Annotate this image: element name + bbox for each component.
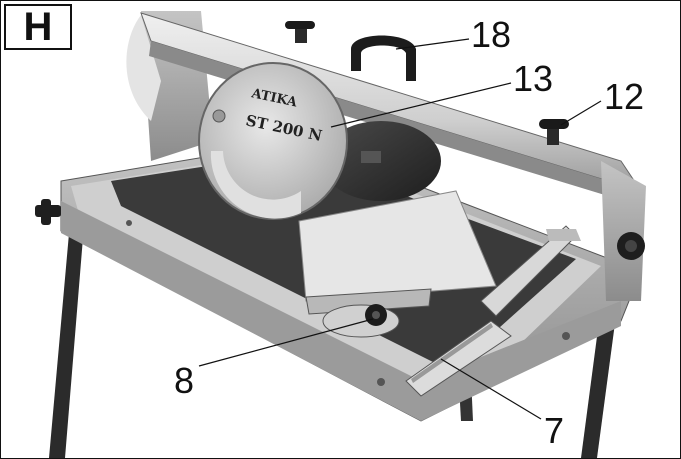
callout-13: 13 — [513, 58, 554, 99]
front-guide-rail-groove — [411, 323, 493, 383]
frame-front-face — [61, 201, 621, 421]
leader-7 — [440, 358, 542, 420]
leader-lines — [198, 38, 602, 420]
leader-8 — [198, 318, 374, 367]
rail-knob-12 — [539, 119, 569, 145]
leader-18 — [395, 38, 470, 50]
angle-lock-knob — [365, 304, 387, 326]
blade-guard — [198, 62, 348, 220]
right-fence-end — [546, 229, 581, 241]
leader-13 — [330, 82, 512, 128]
angle-guide-bar — [305, 288, 432, 315]
rail-knob-left — [285, 21, 315, 43]
angle-protractor — [322, 304, 400, 338]
callout-12: 12 — [604, 76, 645, 117]
tile — [298, 190, 497, 302]
front-guide-rail — [405, 320, 512, 397]
right-rail-support — [601, 161, 646, 301]
callout-7: 7 — [544, 410, 565, 451]
callout-18: 18 — [471, 14, 512, 55]
leg-front-left — [49, 211, 85, 458]
leader-12 — [560, 100, 602, 126]
figure-label: H — [4, 4, 72, 50]
leg-front-right — [581, 291, 619, 458]
right-side-knob — [617, 232, 645, 260]
left-knob — [35, 199, 61, 225]
callout-8: 8 — [174, 360, 195, 401]
carry-handle — [351, 35, 416, 81]
rear-column-curve — [126, 15, 161, 121]
blade-disc — [210, 151, 301, 219]
